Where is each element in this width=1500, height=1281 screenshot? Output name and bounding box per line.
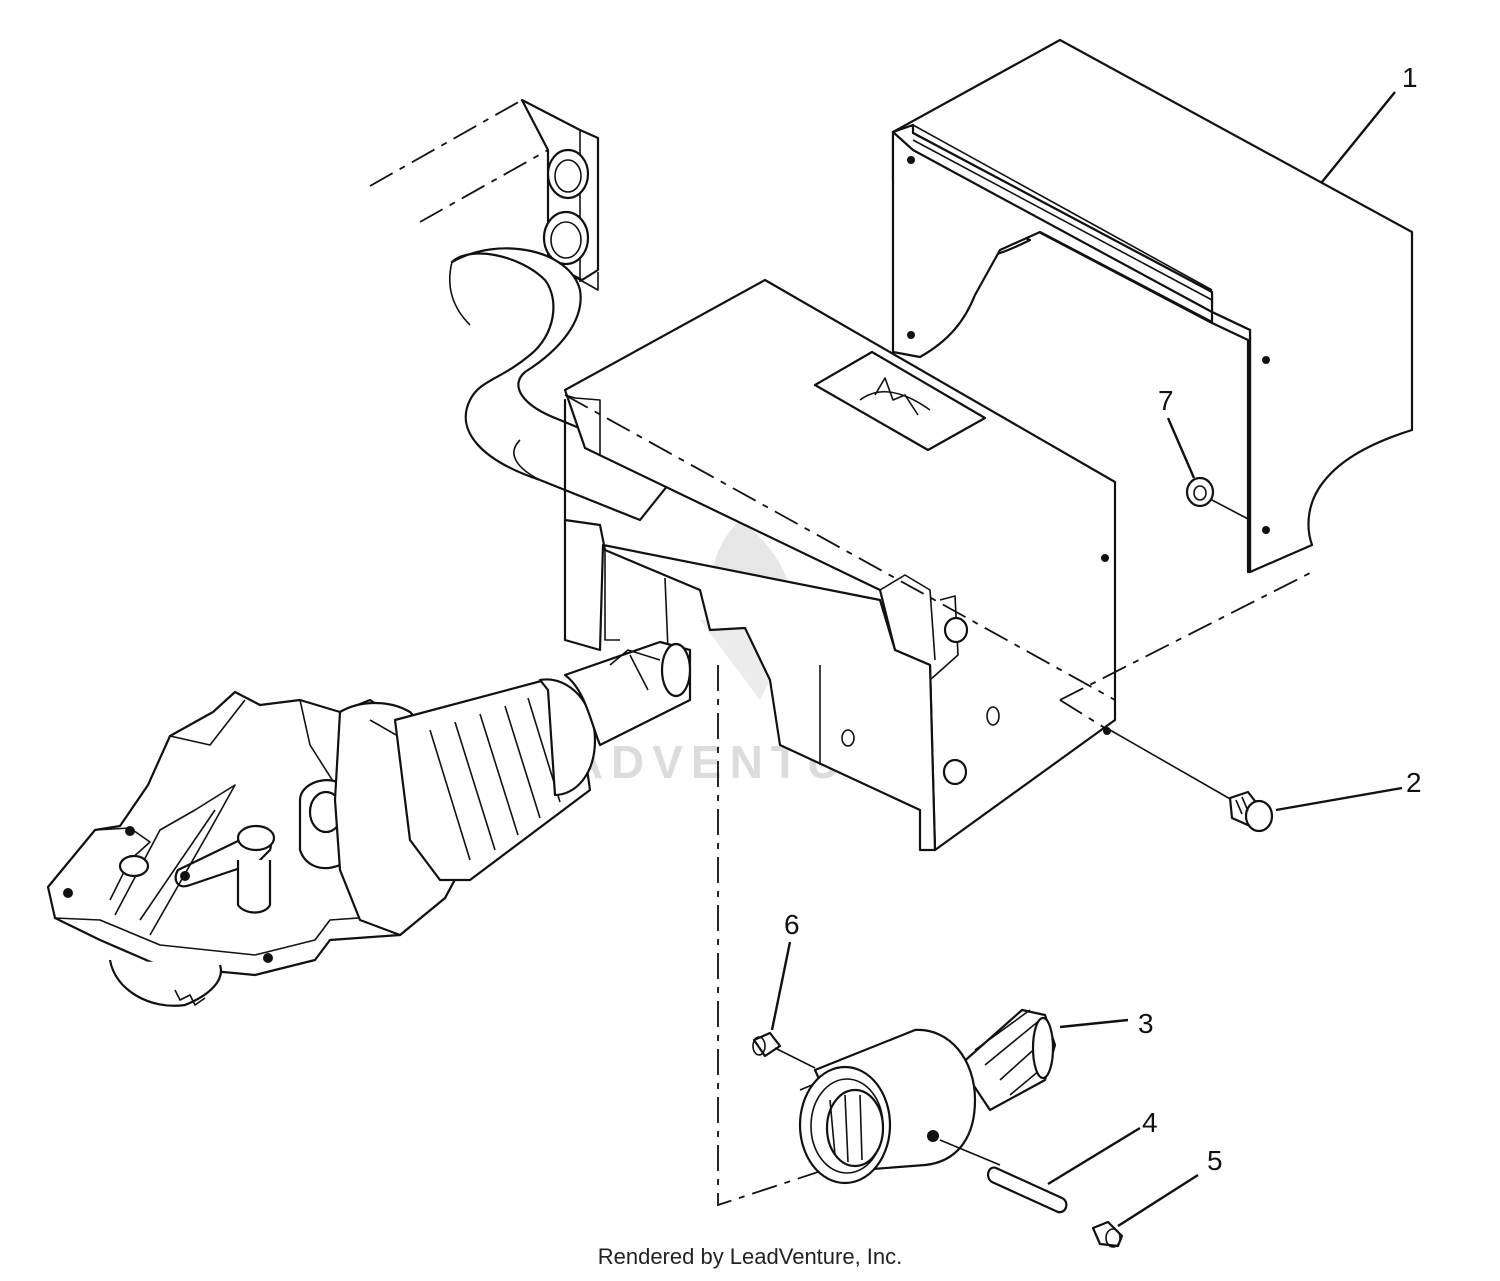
shield-part-1 (891, 38, 1414, 574)
callout-6: 6 (784, 909, 800, 940)
alignment-line-upper (564, 394, 1116, 701)
gearbox-input-shaft (393, 640, 692, 882)
alignment-line-shaft (717, 665, 901, 1207)
callout-2: 2 (1406, 767, 1422, 798)
coupler-part-3 (958, 1008, 1057, 1112)
callout-5: 5 (1207, 1145, 1223, 1176)
nut-part-7 (1185, 476, 1251, 521)
pin-part-4 (986, 1166, 1068, 1214)
bolt-part-2 (1109, 729, 1274, 833)
guard-housing (563, 278, 1117, 852)
callout-1: 1 (1402, 62, 1418, 93)
callout-labels: 1 2 3 4 5 6 7 (784, 62, 1422, 1176)
leader-lines (770, 91, 1403, 1228)
frame-rail (369, 98, 600, 291)
alignment-line-bolt (1059, 699, 1109, 731)
set-screw-part-6 (752, 1031, 816, 1069)
callout-4: 4 (1142, 1107, 1158, 1138)
coupler-collar (798, 1028, 1001, 1185)
footer-credit: Rendered by LeadVenture, Inc. (597, 1244, 903, 1269)
callout-7: 7 (1158, 385, 1174, 416)
set-screw-part-5 (1091, 1220, 1124, 1248)
callout-3: 3 (1138, 1008, 1154, 1039)
